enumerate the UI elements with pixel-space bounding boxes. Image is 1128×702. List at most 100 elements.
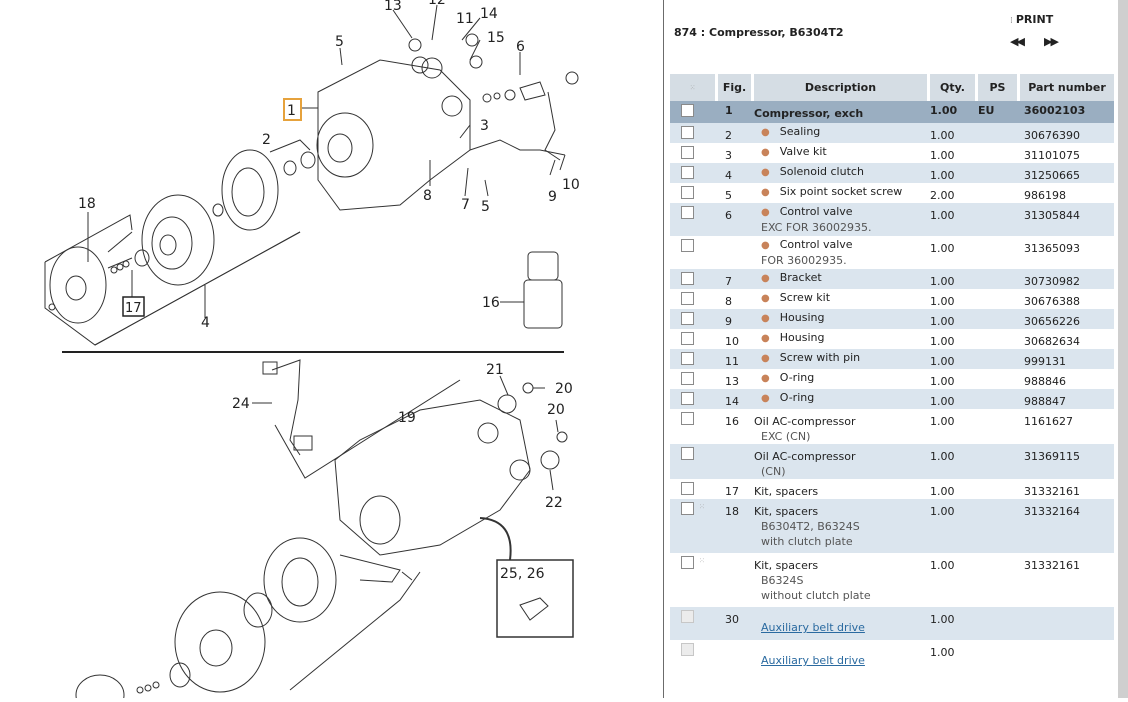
select-cell <box>670 123 718 143</box>
row-checkbox[interactable] <box>681 206 694 219</box>
row-checkbox[interactable] <box>681 372 694 385</box>
parts-diagram[interactable]: 13 12 11 14 15 6 5 3 2 10 9 8 7 5 18 4 1… <box>0 0 664 702</box>
row-checkbox[interactable] <box>681 292 694 305</box>
scrollbar[interactable] <box>1118 0 1128 698</box>
qty-cell: 1.00 <box>930 389 978 409</box>
select-cell <box>670 349 718 369</box>
column-header-qty[interactable]: Qty. <box>930 74 978 101</box>
row-checkbox[interactable] <box>681 126 694 139</box>
description-cell: Oil AC-compressor(CN) <box>754 444 930 479</box>
column-header-select: ⁙ <box>670 74 718 101</box>
description-note: B6324S <box>761 574 804 587</box>
auxiliary-belt-drive-link[interactable]: Auxiliary belt drive <box>761 621 865 634</box>
panel-divider[interactable] <box>663 0 664 698</box>
row-checkbox[interactable] <box>681 392 694 405</box>
row-checkbox[interactable] <box>681 610 694 623</box>
description-text: Screw with pin <box>779 351 861 364</box>
bullet-icon: ● <box>761 187 770 198</box>
row-checkbox[interactable] <box>681 312 694 325</box>
row-checkbox[interactable] <box>681 643 694 656</box>
row-checkbox[interactable] <box>681 104 694 117</box>
row-checkbox[interactable] <box>681 166 694 179</box>
description-text: Control valve <box>779 205 853 218</box>
row-checkbox[interactable] <box>681 239 694 252</box>
ps-cell <box>978 183 1020 203</box>
row-checkbox[interactable] <box>681 332 694 345</box>
part-number-cell: 31332164 <box>1020 499 1114 553</box>
fig-cell <box>718 640 754 673</box>
row-checkbox[interactable] <box>681 556 694 569</box>
row-checkbox[interactable] <box>681 146 694 159</box>
row-checkbox[interactable] <box>681 482 694 495</box>
part-number-cell: 31101075 <box>1024 149 1080 162</box>
select-cell <box>670 203 718 236</box>
info-grid-icon[interactable]: ⁙ <box>699 557 705 565</box>
column-header-ps[interactable]: PS <box>978 74 1020 101</box>
row-checkbox[interactable] <box>681 352 694 365</box>
select-cell <box>670 236 718 269</box>
select-cell: ⁙ <box>670 499 718 553</box>
auxiliary-belt-drive-link[interactable]: Auxiliary belt drive <box>761 654 865 667</box>
ps-cell: EU <box>978 101 1020 123</box>
row-checkbox[interactable] <box>681 447 694 460</box>
info-grid-icon[interactable]: ⁙ <box>699 503 705 511</box>
part-number-cell: 31365093 <box>1024 242 1080 255</box>
callout-14: 14 <box>480 6 498 22</box>
row-checkbox[interactable] <box>681 502 694 515</box>
callout-1-highlighted: 1 <box>283 98 302 121</box>
fig-cell: 18 <box>718 499 754 553</box>
column-header-fig[interactable]: Fig. <box>718 74 754 101</box>
bullet-icon: ● <box>761 273 770 284</box>
qty-cell: 1.00 <box>930 485 955 498</box>
description-text: Housing <box>779 331 825 344</box>
bullet-icon: ● <box>761 313 770 324</box>
parts-table: ⁙ Fig. Description Qty. PS Part number 1… <box>670 74 1114 673</box>
fig-cell: 6 <box>718 203 754 236</box>
next-page-button[interactable]: ▶▶ <box>1044 35 1059 48</box>
column-header-description[interactable]: Description <box>754 74 930 101</box>
bullet-icon: ● <box>761 127 770 138</box>
part-number-cell: 31305844 <box>1020 203 1114 236</box>
fig-cell: 14 <box>718 389 754 409</box>
part-number-cell: 30676390 <box>1020 123 1114 143</box>
row-checkbox[interactable] <box>681 412 694 425</box>
qty-cell: 1.00 <box>930 163 978 183</box>
column-header-part-number[interactable]: Part number <box>1020 74 1114 101</box>
select-cell <box>670 163 718 183</box>
print-button[interactable]: ⁞PRINT <box>1010 13 1053 26</box>
description-note-2: with clutch plate <box>761 535 853 548</box>
ps-cell <box>978 143 1020 163</box>
description-cell: Compressor, exch <box>754 101 930 123</box>
row-checkbox[interactable] <box>681 272 694 285</box>
previous-page-button[interactable]: ◀◀ <box>1010 35 1025 48</box>
description-note: EXC (CN) <box>761 430 811 443</box>
callout-7: 7 <box>461 197 470 213</box>
row-checkbox[interactable] <box>681 186 694 199</box>
bullet-icon: ● <box>761 393 770 404</box>
description-cell: ●Screw kit <box>754 289 930 309</box>
description-cell: Kit, spacers <box>754 479 930 499</box>
ps-cell <box>978 123 1020 143</box>
fig-cell: 11 <box>718 349 754 369</box>
